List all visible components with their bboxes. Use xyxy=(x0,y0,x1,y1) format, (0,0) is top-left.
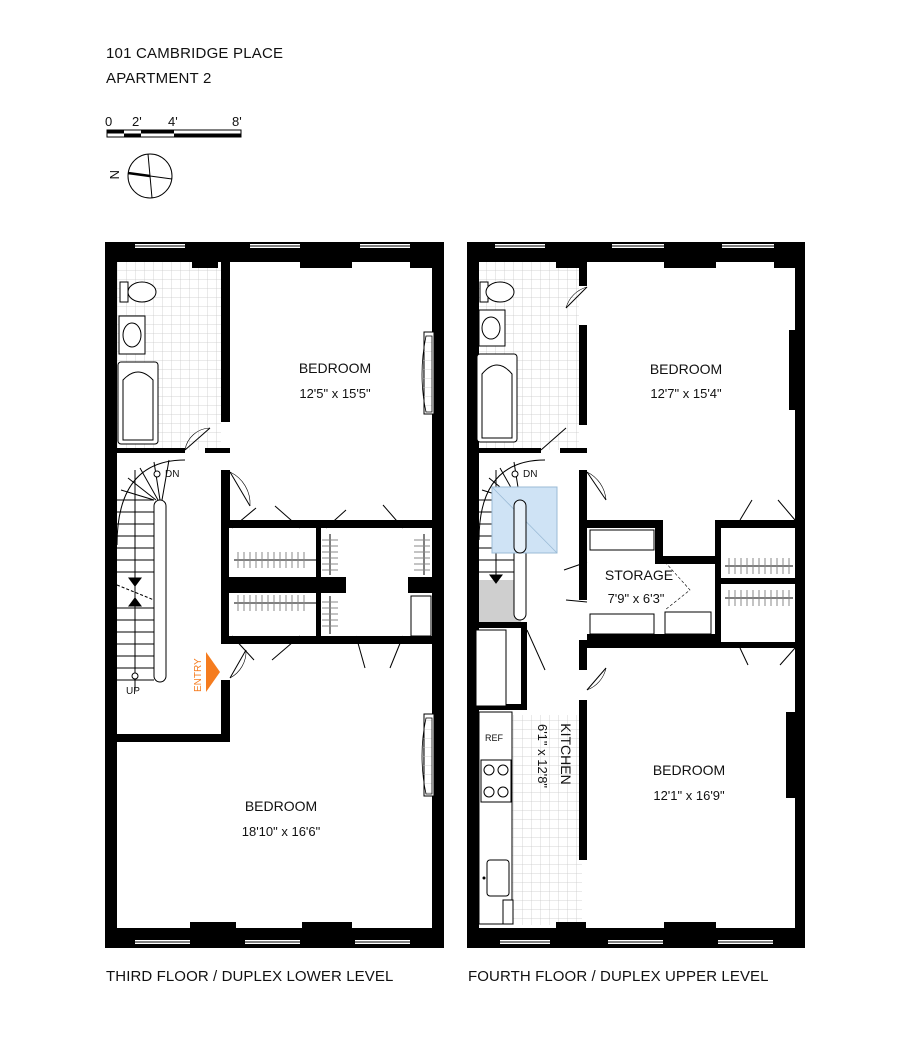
room-dimensions: 6'1" x 12'8" xyxy=(535,724,550,788)
compass-north-label: N xyxy=(107,170,122,179)
room-name: STORAGE xyxy=(605,567,673,583)
room-name: KITCHEN xyxy=(558,723,574,784)
closet-hanging-rod xyxy=(234,534,430,634)
room-dimensions: 12'1" x 16'9" xyxy=(653,788,725,803)
stove-icon xyxy=(480,759,512,803)
entry-label: ENTRY xyxy=(193,658,204,692)
stair-down-label: DN xyxy=(165,469,179,480)
room-name: BEDROOM xyxy=(650,361,722,377)
window xyxy=(135,940,410,944)
window xyxy=(495,244,774,248)
room-name: BEDROOM xyxy=(299,360,371,376)
upper-level-caption: FOURTH FLOOR / DUPLEX UPPER LEVEL xyxy=(468,968,769,985)
toilet xyxy=(119,281,157,303)
lower-level-plan: DN UP xyxy=(105,242,444,948)
room-dimensions: 18'10" x 16'6" xyxy=(242,824,321,839)
apartment-number: APARTMENT 2 xyxy=(106,70,212,87)
sink xyxy=(478,309,506,347)
scale-tick-label: 2' xyxy=(132,114,142,129)
room-name: BEDROOM xyxy=(653,762,725,778)
fireplace xyxy=(421,713,435,797)
scale-bar: 0 2' 4' 8' xyxy=(105,114,242,138)
lower-level-caption: THIRD FLOOR / DUPLEX LOWER LEVEL xyxy=(106,968,394,985)
north-compass: N xyxy=(107,153,173,199)
scale-tick-label: 4' xyxy=(168,114,178,129)
upper-level-plan: DN xyxy=(467,242,805,948)
room-dimensions: 12'5" x 15'5" xyxy=(299,386,371,401)
window xyxy=(135,244,410,248)
exterior-wall-south xyxy=(105,928,444,948)
exterior-wall-east xyxy=(432,242,444,948)
fireplace xyxy=(421,331,435,415)
room-name: BEDROOM xyxy=(245,798,317,814)
scale-tick-label: 0 xyxy=(105,114,112,129)
scale-tick-label: 8' xyxy=(232,114,242,129)
staircase xyxy=(116,459,186,690)
entry-arrow-icon xyxy=(206,652,220,692)
stair-up-label: UP xyxy=(126,686,140,697)
kitchen-tile-floor xyxy=(512,715,582,925)
room-dimensions: 7'9" x 6'3" xyxy=(608,591,665,606)
kitchen-sink xyxy=(486,859,510,897)
room-dimensions: 12'7" x 15'4" xyxy=(650,386,722,401)
window xyxy=(500,940,773,944)
closet-hanging-rod xyxy=(725,558,793,606)
bathtub xyxy=(117,361,159,445)
exterior-wall-west xyxy=(105,242,117,948)
sink xyxy=(118,315,146,355)
bathtub xyxy=(476,353,518,443)
toilet xyxy=(479,281,515,303)
refrigerator-label: REF xyxy=(485,733,504,743)
property-address: 101 CAMBRIDGE PLACE xyxy=(106,45,284,62)
exterior-wall-north xyxy=(105,242,444,262)
stair-down-label: DN xyxy=(523,469,537,480)
